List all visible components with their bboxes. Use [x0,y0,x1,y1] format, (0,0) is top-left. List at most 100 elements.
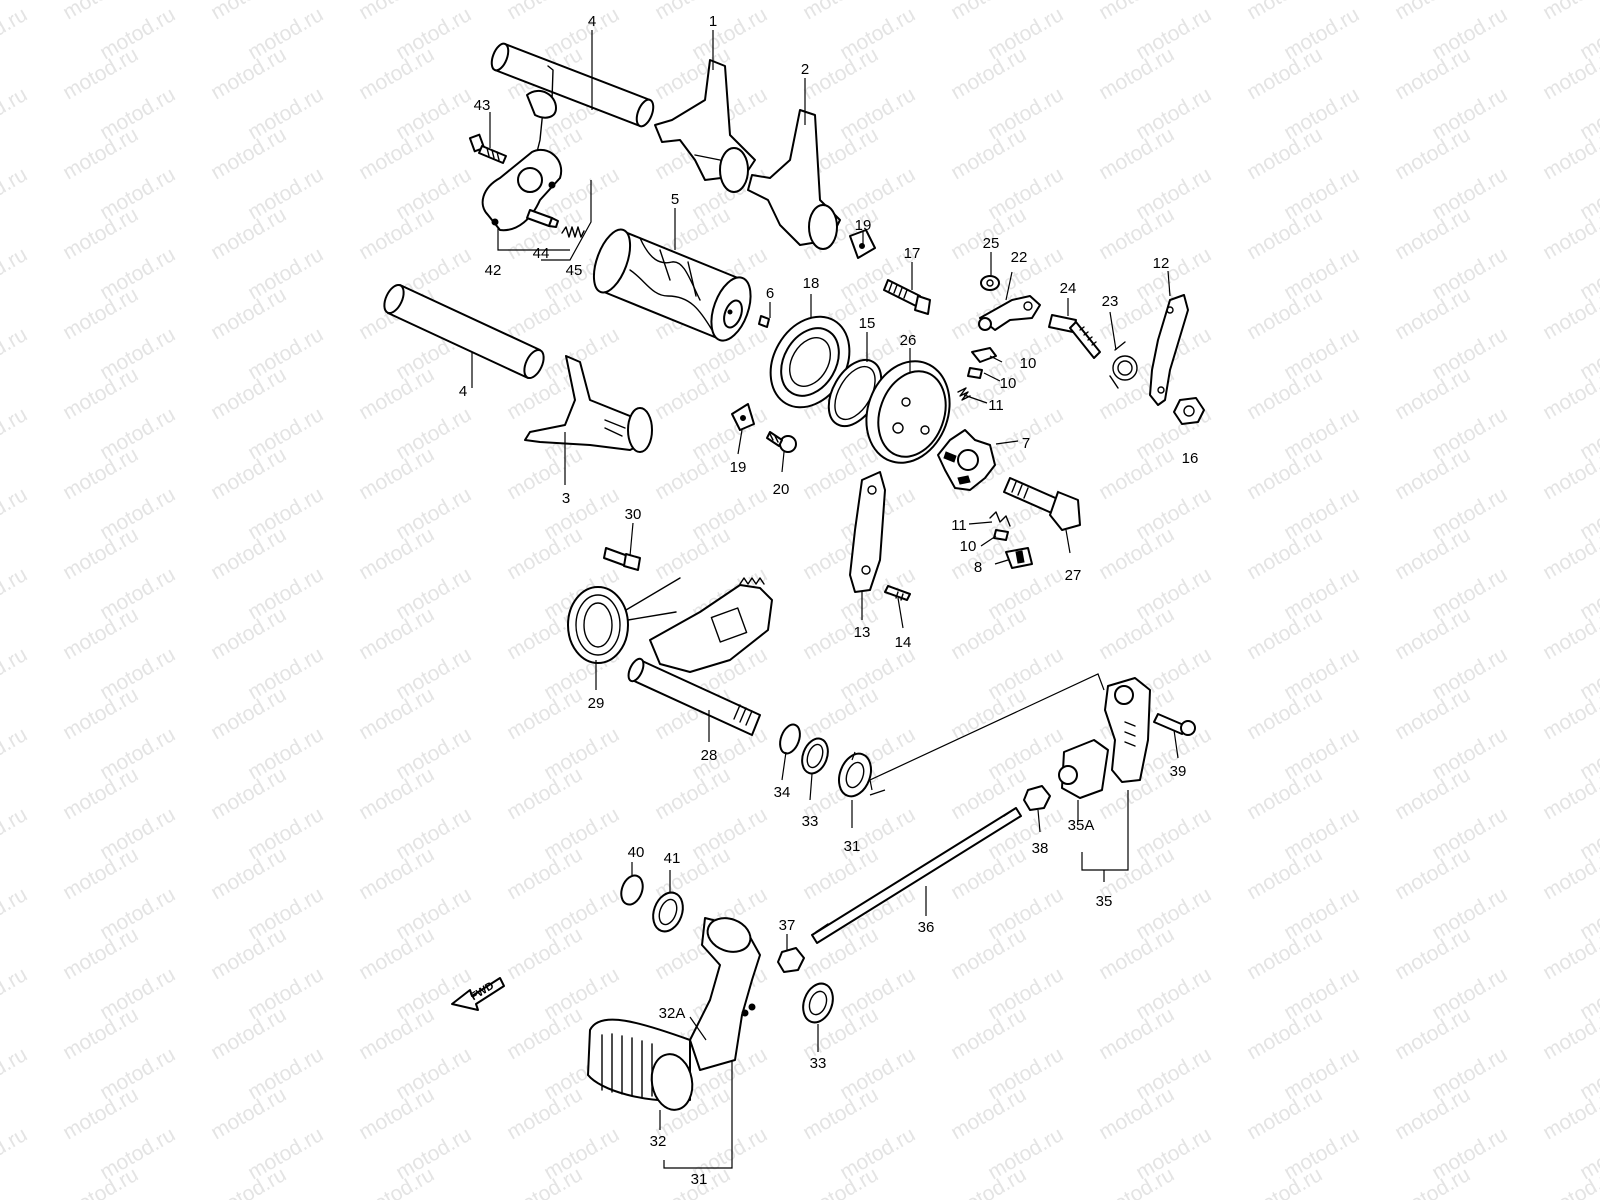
watermark-text: motod.ru [0,483,31,544]
callout-11-upper: 11 [988,397,1004,414]
nut-37 [777,947,805,973]
watermark-text: motod.ru [651,0,734,24]
callout-25: 26 [900,332,917,349]
watermark-text: motod.ru [1095,0,1178,24]
washer-24 [980,275,1000,291]
gearshift-rod-36 [811,807,1022,944]
shift-fork-shaft-lower [383,283,545,380]
watermark-text: motod.ru [0,83,31,144]
callout-5: 5 [671,191,679,208]
watermark-text: motod.ru [355,0,438,24]
pin-10-upper [967,367,983,379]
watermark-text: motod.ru [0,323,31,384]
bolt-26 [1003,477,1081,531]
callout-33-lower: 33 [810,1055,827,1072]
pin-44 [526,209,559,228]
bolt-16 [883,279,931,315]
callout-39: 39 [1170,763,1187,780]
spring-45 [561,226,585,238]
callout-44: 44 [533,245,550,262]
washer-40 [652,891,684,933]
callout-38: 38 [1032,840,1049,857]
callout-28: 29 [588,695,605,712]
callout-30: 31 [844,838,861,855]
screw-20 [766,431,797,453]
pin-10-lower [993,529,1009,541]
callout-40: 41 [664,850,681,867]
callout-4-lower: 4 [459,383,467,400]
callout-36: 36 [918,919,935,936]
watermark-text: motod.ru [1539,0,1600,24]
washer-33-lower [802,982,834,1024]
callout-33-upper: 33 [802,813,819,830]
callout-15: 15 [859,315,876,332]
stopper-arm-21 [978,295,1041,331]
callout-31: 31 [691,1171,708,1188]
callout-27: 28 [701,747,718,764]
watermark-text: motod.ru [0,963,31,1024]
gearshift-cam-5 [592,228,752,342]
watermark-text: motod.ru [0,403,31,464]
callout-4-upper: 4 [588,13,596,30]
bolt-43 [468,133,507,164]
callout-32A: 32A [659,1005,686,1022]
watermark-text: motod.ru [947,0,1030,24]
spring-11-lower [989,511,1011,527]
callout-35: 35 [1096,893,1113,910]
watermark-text: motod.ru [59,0,142,24]
callout-23: 24 [1060,280,1077,297]
callout-34: 34 [774,784,791,801]
callout-10-upper: 10 [1000,375,1017,392]
watermark-text: motod.ru [0,3,31,64]
watermark-text: motod.ru [0,643,31,704]
callout-10-lower: 10 [960,538,977,555]
shift-pedal-rubber-32 [587,1018,694,1111]
callout-32: 32 [650,1133,667,1150]
callout-18: 18 [803,275,820,292]
cam-plate-25 [865,360,951,464]
callout-8: 8 [974,559,982,576]
screw-14 [884,585,911,601]
nut-17 [1173,397,1205,425]
pawl-holder-7 [937,429,996,491]
callout-43: 43 [474,97,491,114]
watermark-text: motod.ru [0,723,31,784]
pawl-8 [1005,547,1033,569]
bolt-23 [1048,314,1101,359]
callout-2: 2 [801,61,809,78]
callout-26: 27 [1065,567,1082,584]
watermark-text: motod.ru [1391,0,1474,24]
callout-1: 1 [709,13,717,30]
callout-21: 22 [1011,249,1028,266]
callout-3: 3 [562,490,570,507]
circlip-41 [620,874,644,906]
spring-28 [567,577,681,664]
callout-19-upper: 19 [855,217,872,234]
bolt-39 [1153,713,1196,736]
watermark-text: motod.ru [0,1043,31,1104]
oil-seal-30 [838,752,872,798]
shift-fork-1 [654,59,756,193]
shift-fork-2 [747,109,841,250]
callout-9: 10 [1020,355,1037,372]
spring-11-upper [957,387,971,401]
callout-17: 16 [1182,450,1199,467]
watermark-text: motod.ru [0,1123,31,1184]
watermark-text: motod.ru [1243,0,1326,24]
nut-38 [1023,785,1051,811]
callout-13: 13 [854,624,871,641]
washer-33-upper [801,737,829,775]
rod-joint-35A [1058,739,1109,799]
callout-19-lower: 19 [730,459,747,476]
callout-11-lower: 11 [951,517,967,534]
gearshift-stopper-plate-42 [481,65,563,232]
gearshift-shaft-27 [627,577,773,736]
shift-fork-3 [524,355,653,453]
callout-7: 7 [1022,435,1030,452]
callout-41: 40 [628,844,645,861]
circlip-34 [779,723,801,755]
watermark-text: motod.ru [0,883,31,944]
callout-29: 30 [625,506,642,523]
watermark-text: motod.ru [0,563,31,624]
